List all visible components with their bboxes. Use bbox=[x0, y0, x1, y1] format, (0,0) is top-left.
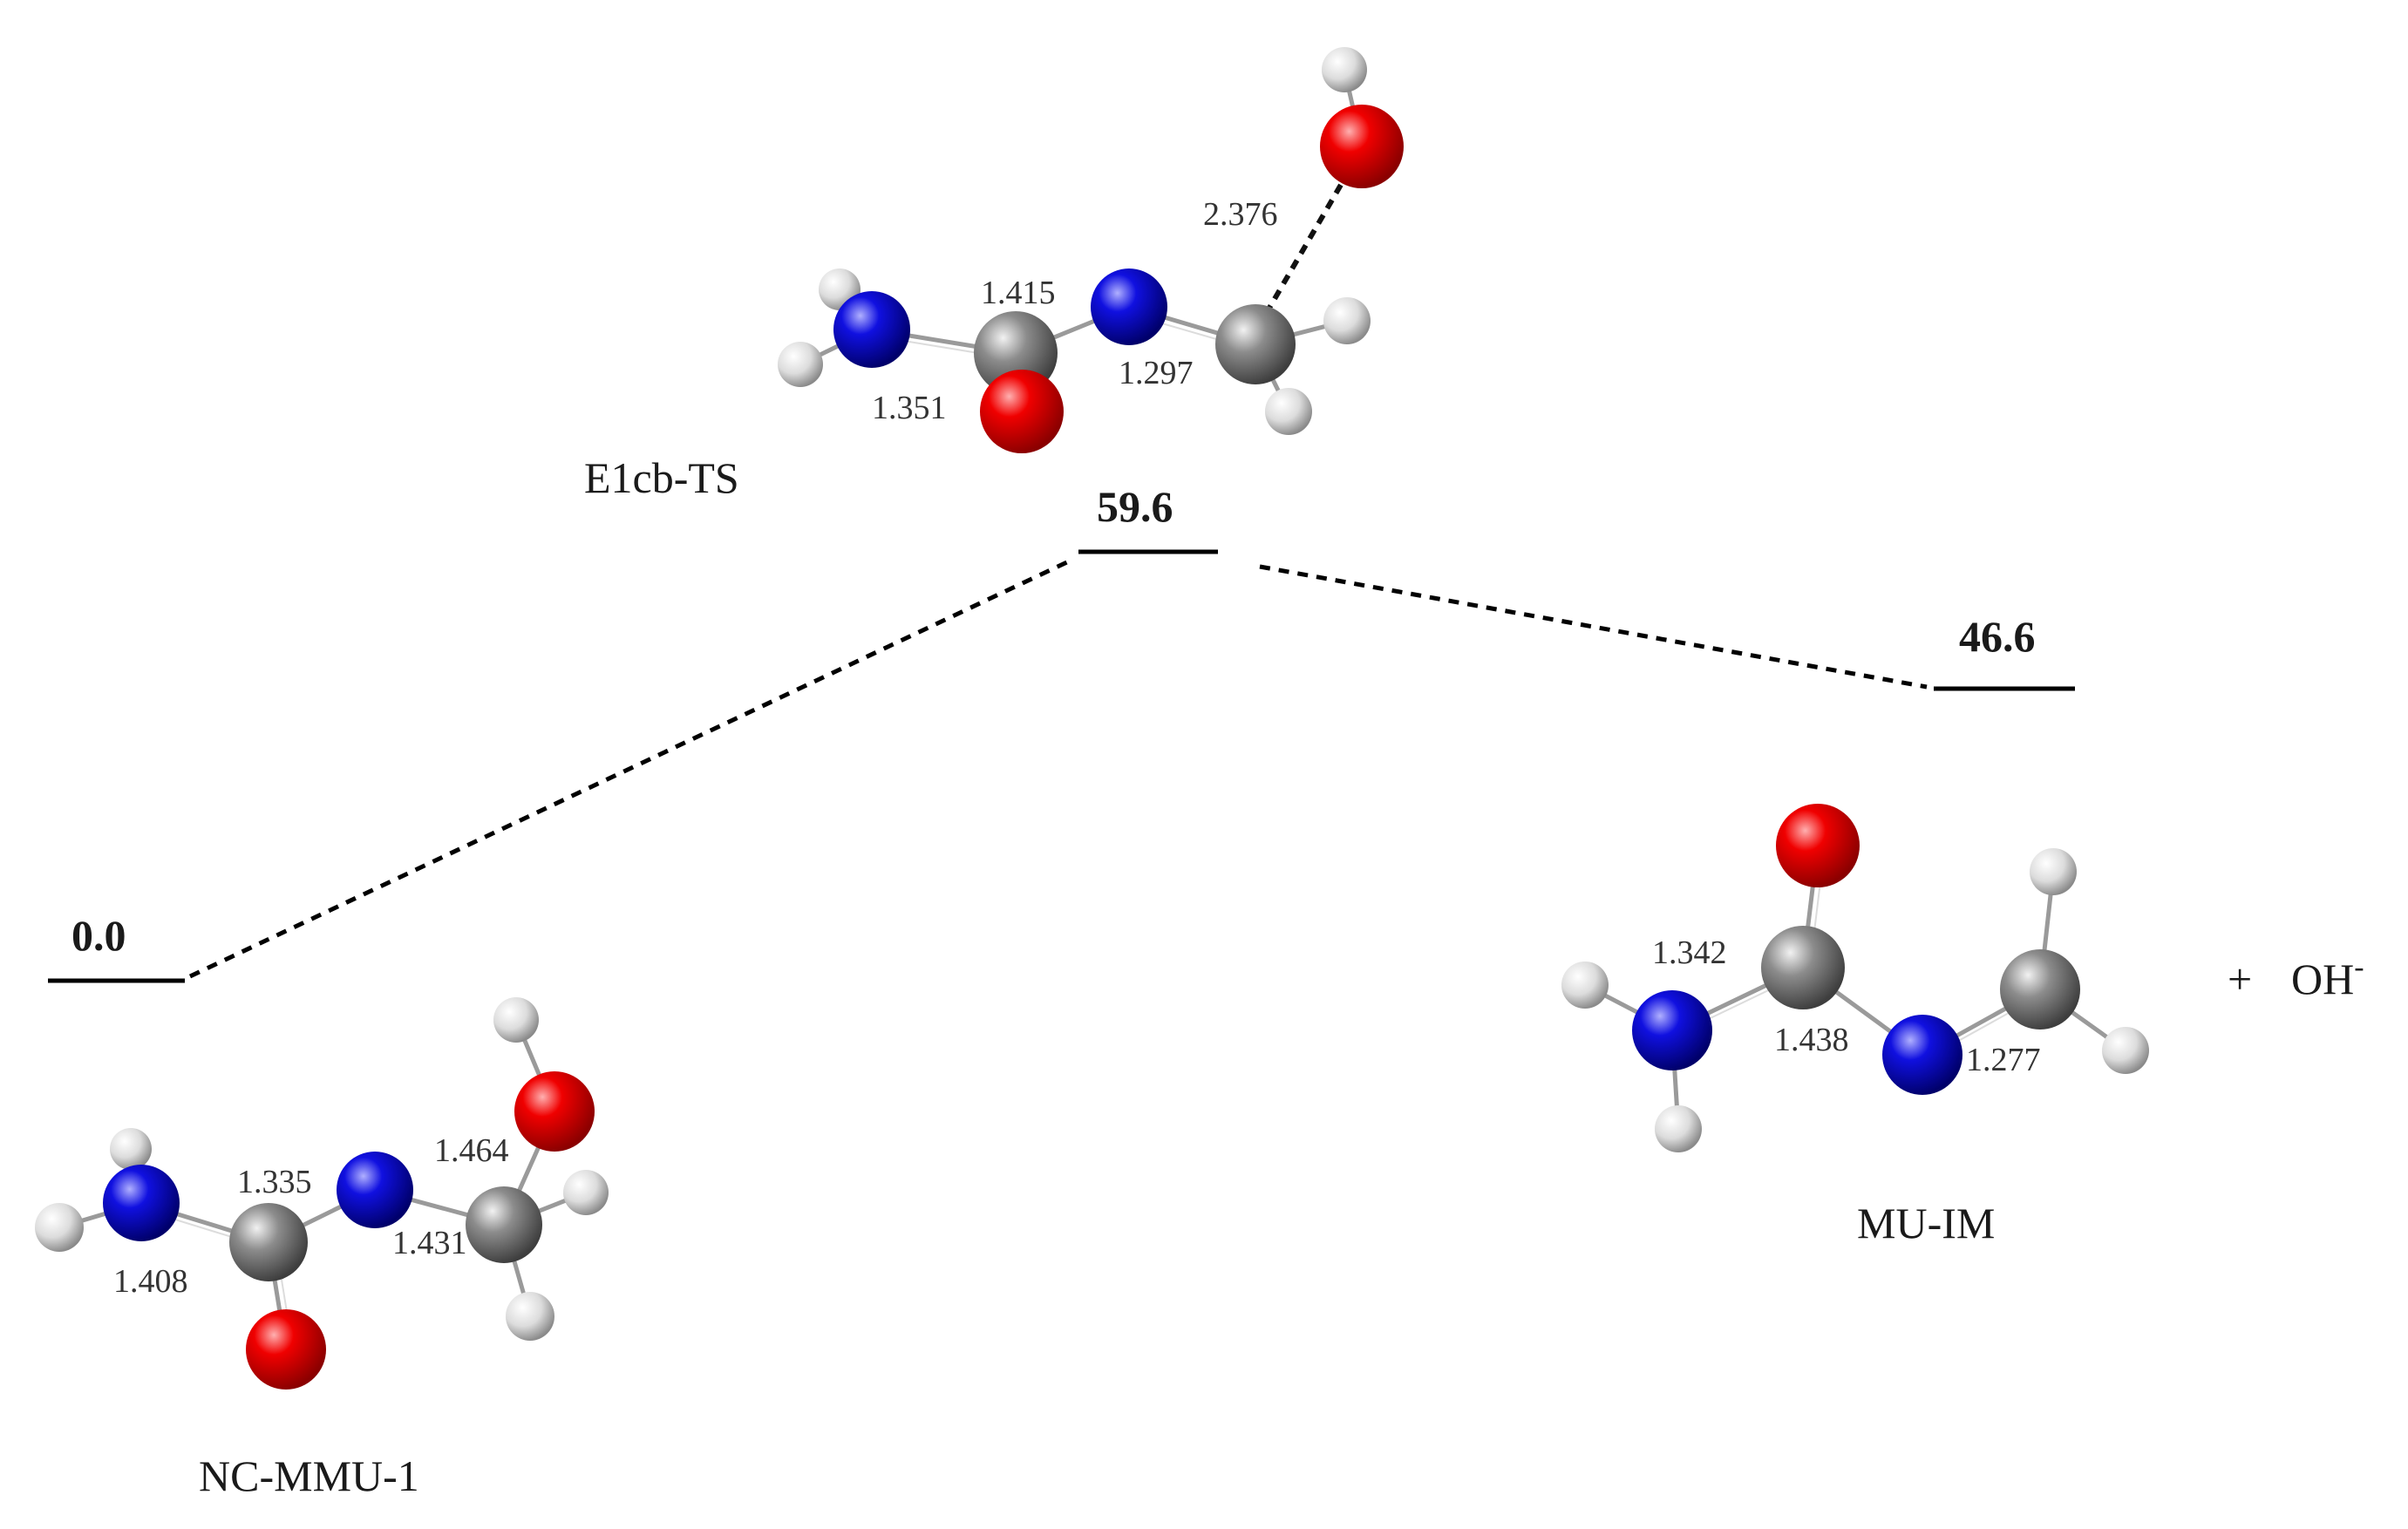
carbon-atom bbox=[2000, 949, 2080, 1030]
carbon-atom bbox=[466, 1186, 542, 1263]
bond-length-label: 1.351 bbox=[872, 390, 947, 426]
hydroxide-formula: OH bbox=[2291, 955, 2354, 1003]
oxygen-atom bbox=[246, 1309, 326, 1390]
hydrogen-atom bbox=[778, 342, 823, 387]
byproduct-hydroxide: OH- bbox=[2291, 951, 2364, 1003]
bond-length-label: 2.376 bbox=[1203, 196, 1278, 233]
oxygen-atom bbox=[980, 370, 1064, 453]
byproduct-plus-sign: + bbox=[2228, 955, 2252, 1003]
hydrogen-atom bbox=[1655, 1105, 1702, 1152]
nitrogen-atom bbox=[1091, 268, 1167, 345]
bond-length-label: 1.277 bbox=[1966, 1042, 2041, 1078]
bond-length-label: 1.342 bbox=[1652, 934, 1727, 971]
hydrogen-atom bbox=[563, 1170, 609, 1215]
nitrogen-atom bbox=[337, 1152, 413, 1228]
structure-label-nc-mmu-1: NC-MMU-1 bbox=[199, 1451, 419, 1500]
carbon-atom bbox=[229, 1203, 308, 1281]
hydrogen-atom bbox=[1265, 388, 1312, 435]
energy-value-transition-state: 59.6 bbox=[1097, 482, 1173, 531]
nitrogen-atom bbox=[1882, 1015, 1962, 1095]
structure-label-mu-im: MU-IM bbox=[1857, 1199, 1995, 1247]
bond-length-label: 1.415 bbox=[981, 275, 1056, 311]
energy-value-intermediate: 46.6 bbox=[1959, 612, 2036, 661]
forming-bond-dashed bbox=[1263, 173, 1350, 316]
hydroxide-charge: - bbox=[2354, 951, 2364, 983]
hydrogen-atom bbox=[2102, 1027, 2149, 1074]
structure-label-e1cb-ts: E1cb-TS bbox=[584, 453, 739, 502]
nitrogen-atom bbox=[833, 291, 910, 368]
hydrogen-atom bbox=[1323, 297, 1371, 344]
bond-length-label: 1.297 bbox=[1119, 355, 1194, 391]
reaction-path-descending bbox=[1259, 564, 1928, 690]
molecule-e1cb-ts bbox=[778, 47, 1404, 453]
hydrogen-atom bbox=[1322, 47, 1367, 92]
hydrogen-atom bbox=[493, 997, 539, 1043]
bond-length-label: 1.335 bbox=[237, 1164, 312, 1200]
hydrogen-atom bbox=[1561, 962, 1609, 1009]
hydrogen-atom bbox=[2030, 848, 2077, 895]
hydrogen-atom bbox=[110, 1128, 152, 1170]
carbon-atom bbox=[1215, 304, 1296, 384]
hydrogen-atom bbox=[506, 1292, 554, 1341]
oxygen-atom bbox=[1776, 804, 1860, 887]
oxygen-atom bbox=[514, 1071, 595, 1152]
carbon-atom bbox=[1761, 926, 1845, 1009]
molecule-mu-im bbox=[1561, 804, 2149, 1152]
oxygen-atom bbox=[1320, 105, 1404, 188]
nitrogen-atom bbox=[1632, 990, 1712, 1070]
nitrogen-atom bbox=[103, 1165, 180, 1241]
bond-length-label: 1.464 bbox=[434, 1132, 509, 1169]
hydrogen-atom bbox=[35, 1203, 84, 1252]
bond-length-label: 1.438 bbox=[1774, 1022, 1849, 1058]
bond-length-label: 1.408 bbox=[113, 1263, 188, 1300]
bond-length-label: 1.431 bbox=[392, 1225, 467, 1261]
molecule-nc-mmu-1 bbox=[35, 997, 609, 1390]
energy-value-reactant: 0.0 bbox=[71, 911, 126, 960]
reaction-path-ascending bbox=[188, 557, 1074, 979]
